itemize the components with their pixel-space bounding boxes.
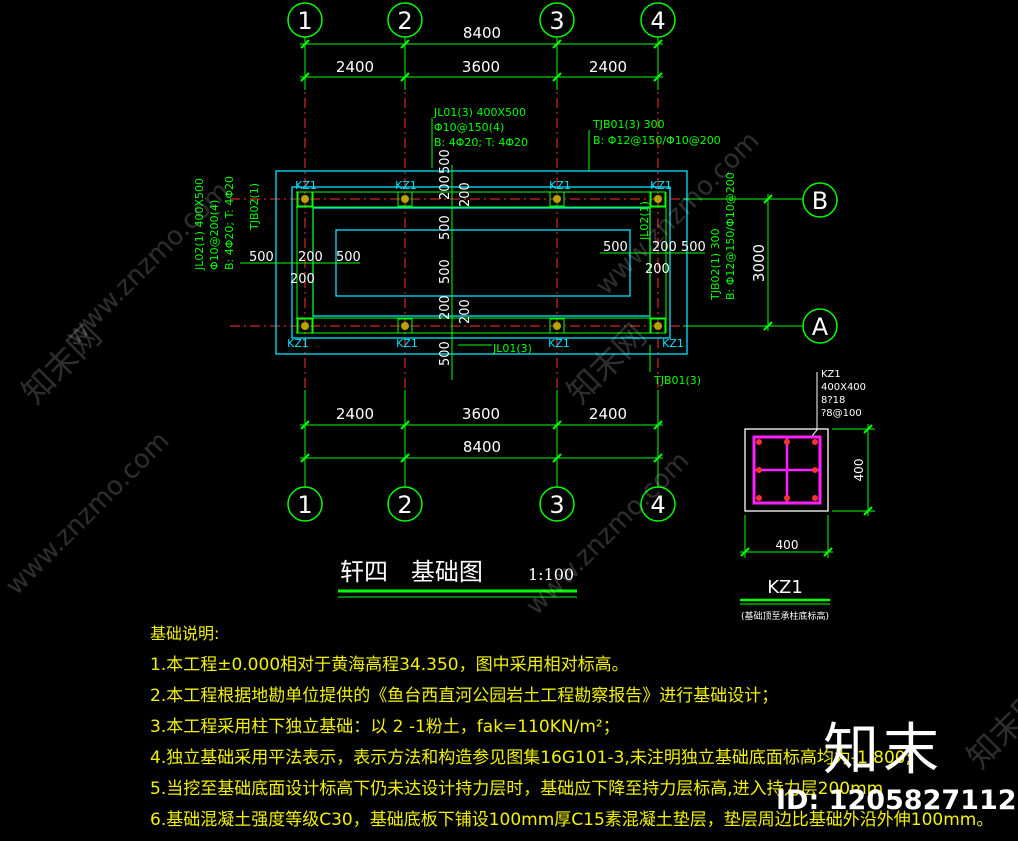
beam-label-tjb02-left: TJB02(1) [248,183,261,231]
beam-label-jl02-right: JL02(1) [638,201,651,241]
kz1-detail-stirrup: ?8@100 [821,408,862,419]
dim-500: 500 [681,240,706,255]
dim-500: 500 [336,250,361,265]
beam-label-jl01: Φ10@150(4) [434,121,504,134]
note-item: 6.基础混凝土强度等级C30，基础底板下铺设100mm厚C15素混凝土垫层，垫层… [150,810,994,830]
axis-label-top-1: 1 [297,7,312,35]
axis-label-right-A: A [812,313,829,341]
dim-span2-bottom: 3600 [462,405,500,423]
beam-label-tjb01: B: Φ12@150/Φ10@200 [593,134,721,147]
dim-vertical: 3000 [750,244,768,282]
watermark-logo: 知末 [823,718,943,783]
dim-200: 200 [458,299,473,324]
axis-label-top-4: 4 [650,7,665,35]
notes-heading: 基础说明: [150,624,220,643]
beam-label-tjb01-bottom: TJB01(3) [653,374,701,387]
dim-500: 500 [438,341,453,366]
beam-label-jl01-bottom: JL01(3) [492,342,532,355]
watermark-id: ID: 1205827112 [776,785,1017,816]
beam-label-jl01: B: 4Φ20; T: 4Φ20 [434,136,528,149]
column-label: KZ1 [650,179,672,192]
note-item: 4.独立基础采用平法表示，表示方法和构造参见图集16G101-3,未注明独立基础… [150,748,912,768]
beam-label-tjb02-right: B: Φ12@150/Φ10@200 [724,172,737,300]
kz1-detail-title: KZ1 [767,577,803,598]
beam-label-jl02-left: B: 4Φ20; T: 4Φ20 [223,176,236,270]
column-label: KZ1 [549,179,571,192]
axis-label-top-3: 3 [549,7,564,35]
dim-200: 200 [438,295,453,320]
dim-500: 500 [438,149,453,174]
foundation-notes: 基础说明: 1.本工程±0.000相对于黄海高程34.350，图中采用相对标高。… [150,622,993,836]
drawing-title: 轩四 基础图 [340,558,483,586]
beam-label-jl02-left: JL02(1) 400X500 [193,178,206,271]
axis-label-bottom-2: 2 [397,491,412,519]
kz1-detail-subtitle: (基础顶至承柱底标高) [741,610,829,622]
note-item: 3.本工程采用柱下独立基础：以 2 -1粉土，fak=110KN/m²； [150,717,620,737]
kz1-section-detail: KZ1 400X400 8?18 ?8@100 400 400 KZ1 [740,369,875,622]
note-item: 5.当挖至基础底面设计标高下仍未达设计持力层时，基础应下降至持力层标高,进入持力… [150,779,884,799]
beam-label-tjb01: TJB01(3) 300 [592,118,665,131]
dim-200: 200 [652,240,677,255]
dimension-lines [300,37,803,487]
axis-label-top-2: 2 [397,7,412,35]
kz1-detail-name: KZ1 [821,369,841,380]
dim-200: 200 [290,272,315,287]
dim-500: 500 [438,259,453,284]
kz1-detail-size: 400X400 [821,382,866,393]
column-label: KZ1 [396,337,418,350]
dim-total-bottom: 8400 [463,438,501,456]
kz1-detail-height: 400 [852,459,866,482]
column-label: KZ1 [548,337,570,350]
columns [297,191,666,334]
axis-label-right-B: B [812,187,828,215]
dim-500: 500 [603,240,628,255]
column-label: KZ1 [287,337,309,350]
drawing-scale: 1:100 [528,565,574,584]
column-label: KZ1 [395,179,417,192]
dim-200: 200 [458,182,473,207]
column-label: KZ1 [662,337,684,350]
kz1-detail-width: 400 [776,538,799,552]
beam-label-tjb02-right: TJB02(1) 300 [709,228,722,301]
dim-200: 200 [645,262,670,277]
dim-span1-bottom: 2400 [336,405,374,423]
dim-span2-top: 3600 [462,58,500,76]
beam-label-jl01: JL01(3) 400X500 [433,106,526,119]
dim-span3-bottom: 2400 [589,405,627,423]
dim-total-top: 8400 [463,24,501,42]
kz1-detail-rebar: 8?18 [821,395,845,406]
dim-200: 200 [438,175,453,200]
note-item: 2.本工程根据地勘单位提供的《鱼台西直河公园岩土工程勘察报告》进行基础设计； [150,686,779,706]
dim-200: 200 [298,250,323,265]
dim-span1-top: 2400 [336,58,374,76]
axis-label-bottom-4: 4 [650,491,665,519]
axis-bubble-right-B [802,182,838,218]
axis-label-bottom-3: 3 [549,491,564,519]
axis-label-bottom-1: 1 [297,491,312,519]
dim-span3-top: 2400 [589,58,627,76]
beam-label-jl02-left: Φ10@200(4) [208,200,221,270]
column-label: KZ1 [295,179,317,192]
note-item: 1.本工程±0.000相对于黄海高程34.350，图中采用相对标高。 [150,655,629,675]
dim-500: 500 [249,250,274,265]
dim-500: 500 [438,215,453,240]
